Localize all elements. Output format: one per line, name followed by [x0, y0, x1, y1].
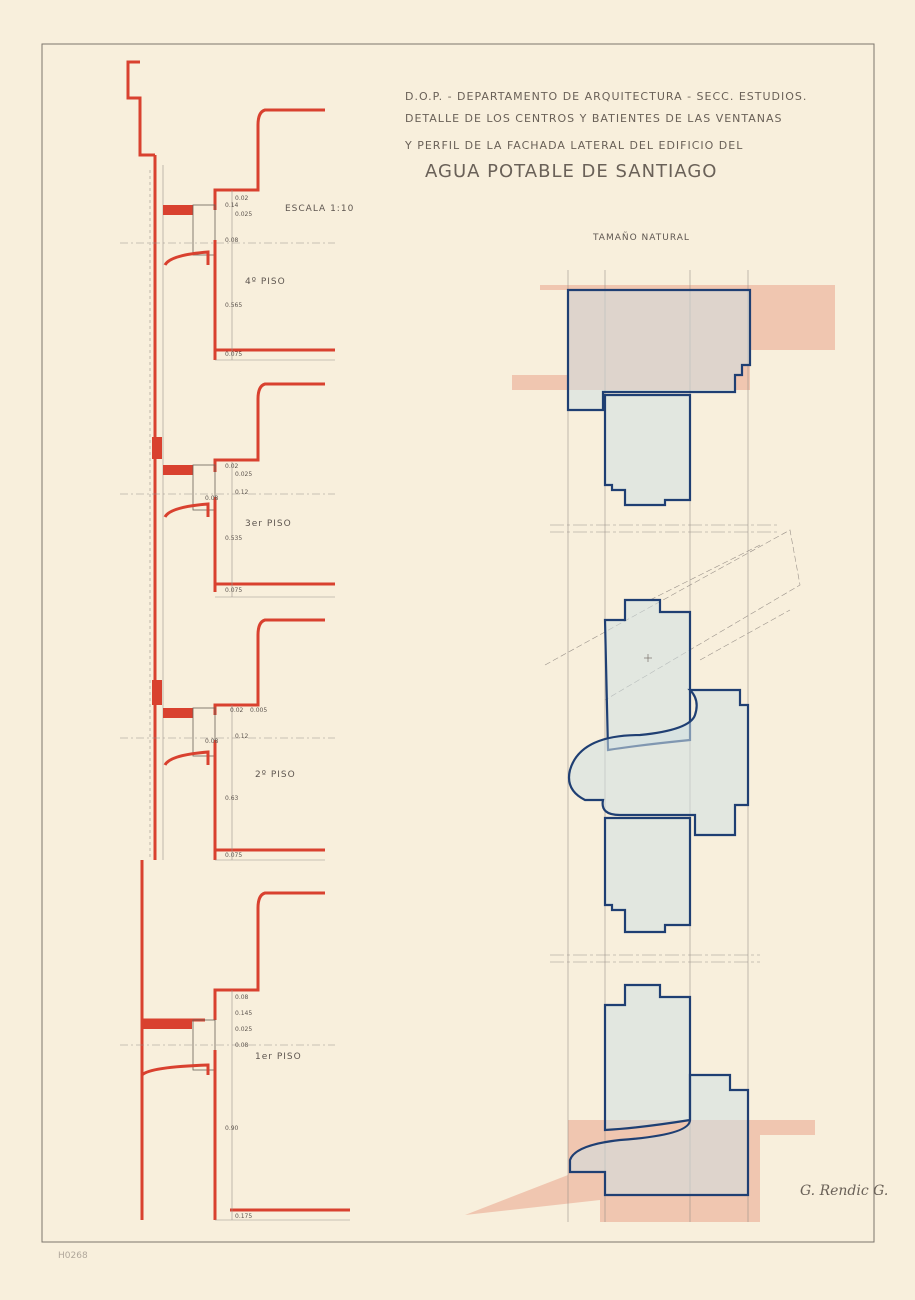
sheet-border	[41, 43, 875, 1243]
dimension-label: 0.145	[235, 1010, 252, 1017]
upper-sash-profile	[603, 393, 692, 507]
signature: G. Rendic G.	[800, 1183, 888, 1199]
dimension-label: 0.565	[225, 302, 242, 309]
storey-2: 0.02 0.005 0.12 0.08 0.63 0.075 2º PISO	[120, 618, 335, 861]
facade-profile: 0.02 0.14 0.025 0.08 0.565 0.075 4º PISO…	[120, 60, 350, 1221]
top-frame-profile	[566, 288, 752, 412]
floor-label: 3er PISO	[245, 519, 292, 529]
dimension-label: 0.005	[250, 707, 267, 714]
dimension-label: 0.90	[225, 1125, 239, 1132]
bottom-frame-profile	[568, 1073, 750, 1197]
floor-label: 4º PISO	[245, 277, 286, 287]
dimension-label: 0.025	[235, 1026, 252, 1033]
dimension-label: 0.175	[235, 1213, 252, 1220]
title-line-1: D.O.P. - DEPARTAMENTO DE ARQUITECTURA - …	[405, 90, 807, 103]
title-block: D.O.P. - DEPARTAMENTO DE ARQUITECTURA - …	[404, 90, 807, 182]
storey-4: 0.02 0.14 0.025 0.08 0.565 0.075 4º PISO	[120, 108, 335, 361]
dimension-label: 0.12	[235, 489, 249, 496]
floor-label: 1er PISO	[255, 1052, 302, 1062]
natural-size-label: TAMAÑO NATURAL	[592, 232, 690, 243]
dimension-label: 0.535	[225, 535, 242, 542]
dimension-label: 0.02	[230, 707, 244, 714]
storey-1: 0.08 0.145 0.025 0.08 0.90 0.175 1er PIS…	[120, 891, 350, 1221]
dimension-label: 0.02	[235, 195, 249, 202]
bottom-sash-profile	[603, 983, 692, 1132]
dimension-label: 0.02	[225, 463, 239, 470]
dimension-label: 0.025	[235, 471, 252, 478]
cornice	[126, 60, 155, 157]
storey-3: 0.02 0.025 0.12 0.08 0.535 0.075 3er PIS…	[120, 382, 335, 598]
floor-label: 2º PISO	[255, 770, 296, 780]
transom-sill-profile	[567, 688, 750, 837]
dimension-label: 0.075	[225, 351, 242, 358]
dimension-label: 0.63	[225, 795, 239, 802]
dimension-label: 0.025	[235, 211, 252, 218]
dimension-label: 0.08	[205, 495, 219, 502]
dimension-label: 0.075	[225, 587, 242, 594]
dimension-label: 0.14	[225, 202, 239, 209]
window-detail	[465, 270, 835, 1222]
title-line-3: Y PERFIL DE LA FACHADA LATERAL DEL EDIFI…	[404, 139, 743, 152]
lower-sash-profile	[603, 816, 692, 934]
dimension-label: 0.08	[205, 738, 219, 745]
dimension-label: 0.08	[235, 994, 249, 1001]
dimension-label: 0.075	[225, 852, 242, 859]
dimension-label: 0.08	[225, 237, 239, 244]
dimension-label: 0.12	[235, 733, 249, 740]
title-line-2: DETALLE DE LOS CENTROS Y BATIENTES DE LA…	[405, 112, 783, 125]
archive-number: H0268	[58, 1251, 88, 1261]
dimension-label: 0.08	[235, 1042, 249, 1049]
title-line-4: AGUA POTABLE DE SANTIAGO	[425, 161, 717, 182]
scale-label: ESCALA 1:10	[285, 204, 354, 214]
